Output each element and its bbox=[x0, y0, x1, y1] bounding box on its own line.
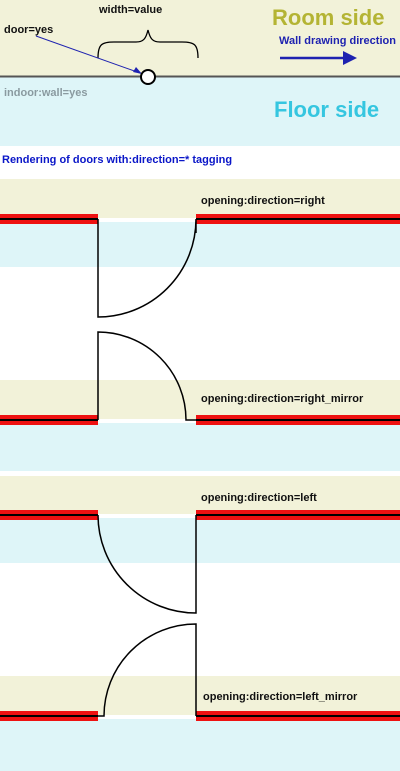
floor-side-band bbox=[0, 77, 400, 146]
example-label-right-mirror: opening:direction=right_mirror bbox=[201, 393, 364, 405]
example-right bbox=[0, 179, 400, 318]
indoor-wall-label: indoor:wall=yes bbox=[4, 87, 88, 99]
width-label: width=value bbox=[99, 4, 163, 16]
width-brace bbox=[97, 29, 199, 59]
door-pointer-arrowhead bbox=[133, 67, 142, 74]
room-side-label: Room side bbox=[272, 5, 385, 30]
wall-direction-label: Wall drawing direction bbox=[279, 35, 396, 47]
example-label-left-mirror: opening:direction=left_mirror bbox=[203, 691, 358, 703]
room-band bbox=[0, 476, 400, 514]
room-side-band bbox=[0, 0, 400, 76]
door-swing bbox=[97, 218, 197, 318]
example-right-mirror bbox=[0, 331, 400, 471]
floor-side-label: Floor side bbox=[274, 97, 380, 122]
section-title: Rendering of doors with:direction=* tagg… bbox=[2, 154, 233, 166]
wall-direction-arrowhead bbox=[343, 51, 357, 65]
door-swing bbox=[98, 623, 197, 717]
floor-band bbox=[0, 719, 400, 771]
room-band bbox=[0, 179, 400, 218]
example-left bbox=[0, 476, 400, 614]
door-node bbox=[140, 69, 156, 85]
example-label-right: opening:direction=right bbox=[201, 195, 325, 207]
door-pointer-line bbox=[35, 35, 141, 74]
floor-band bbox=[0, 423, 400, 471]
room-band bbox=[0, 676, 400, 715]
room-band bbox=[0, 380, 400, 419]
door-label: door=yes bbox=[4, 24, 54, 36]
door-swing bbox=[97, 514, 197, 614]
example-left-mirror bbox=[0, 623, 400, 771]
example-label-left: opening:direction=left bbox=[201, 492, 317, 504]
floor-band bbox=[0, 518, 400, 563]
floor-band bbox=[0, 222, 400, 267]
door-swing bbox=[97, 331, 196, 421]
